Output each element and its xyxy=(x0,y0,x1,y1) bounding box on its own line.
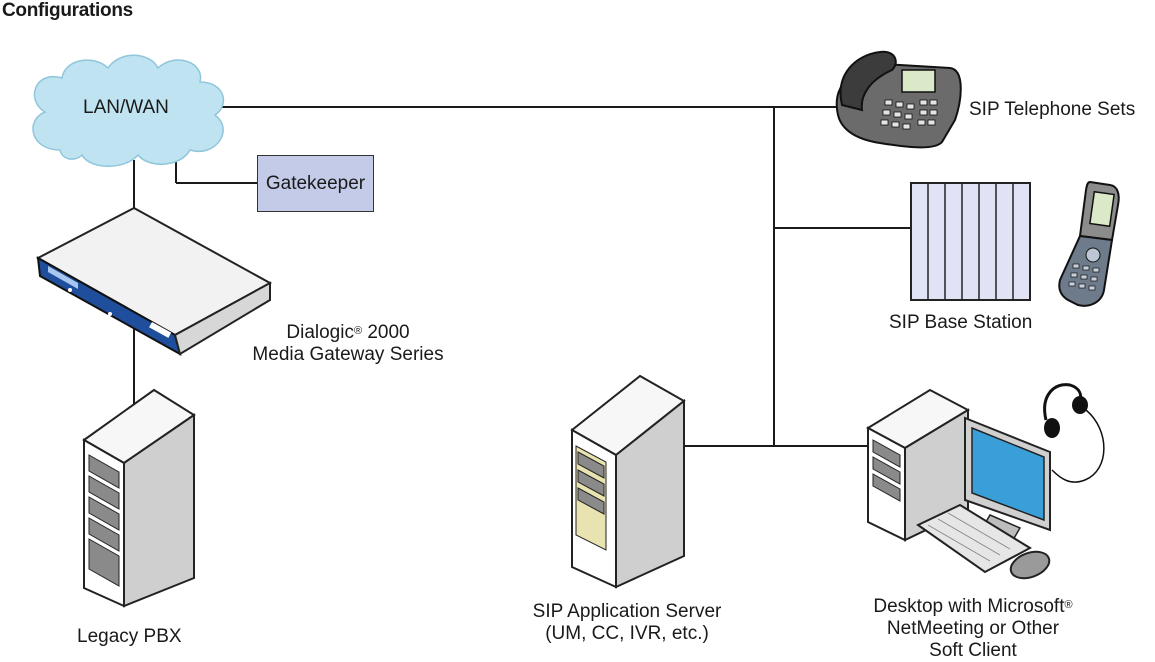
desktop-label-line1: Desktop with Microsoft® xyxy=(873,596,1073,617)
base-station-icon xyxy=(910,182,1031,301)
desktop-label: Desktop with Microsoft® NetMeeting or Ot… xyxy=(843,596,1103,662)
gateway-icon xyxy=(35,206,273,357)
server-icon xyxy=(570,374,686,589)
diagram-title: Configurations xyxy=(2,0,133,21)
desktop-label-line3: Soft Client xyxy=(929,640,1017,661)
phone-icon xyxy=(835,50,962,149)
desktop-icon xyxy=(865,388,1051,580)
gatekeeper-box: Gatekeeper xyxy=(257,155,374,212)
gateway-label: Dialogic® 2000 Media Gateway Series xyxy=(226,322,470,366)
base-station-label: SIP Base Station xyxy=(889,312,1033,333)
app-server-label: SIP Application Server (UM, CC, IVR, etc… xyxy=(500,601,754,645)
lan-wan-label: LAN/WAN xyxy=(83,97,169,118)
headset-icon xyxy=(1043,383,1105,483)
cloud-icon xyxy=(32,54,225,167)
gatekeeper-label: Gatekeeper xyxy=(265,172,366,194)
gateway-label-line1: Dialogic® 2000 xyxy=(286,322,410,343)
pbx-label: Legacy PBX xyxy=(77,626,182,647)
app-server-label-line2: (UM, CC, IVR, etc.) xyxy=(545,623,709,644)
gateway-label-line2: Media Gateway Series xyxy=(252,344,444,365)
connection-lines xyxy=(133,106,910,447)
mobile-phone-icon xyxy=(1058,180,1120,307)
desktop-label-line2: NetMeeting or Other xyxy=(886,618,1060,639)
phones-label: SIP Telephone Sets xyxy=(969,99,1136,120)
server-icon xyxy=(82,388,196,608)
app-server-label-line1: SIP Application Server xyxy=(532,601,722,622)
